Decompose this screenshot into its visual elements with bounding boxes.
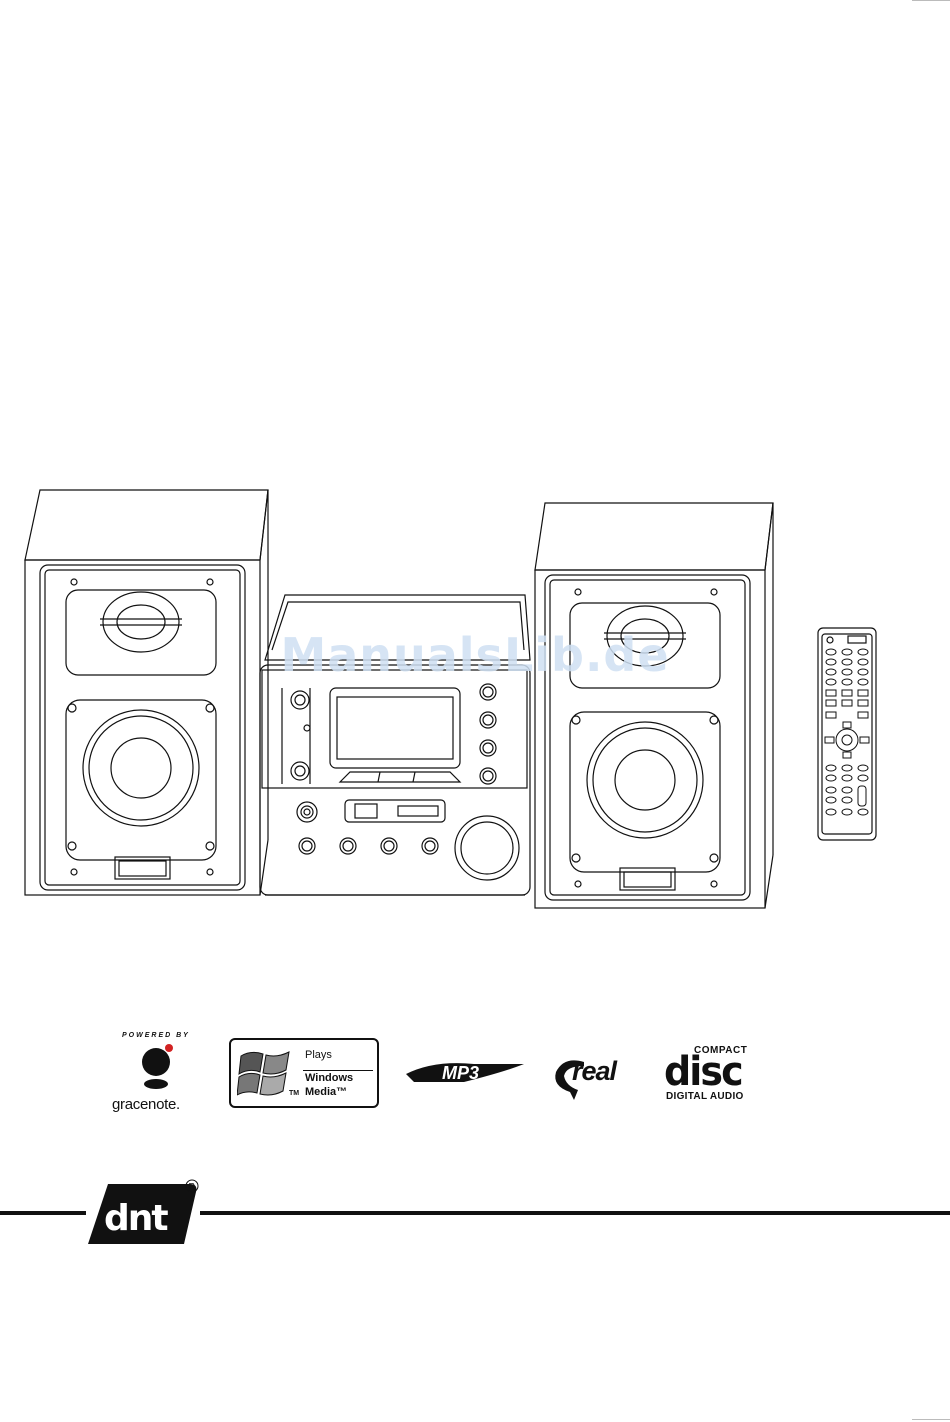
tm-label: TM — [289, 1090, 299, 1097]
disc-label: disc — [664, 1051, 742, 1093]
mp3-text: MP3 — [442, 1063, 479, 1083]
footer-rule-left — [0, 1211, 86, 1215]
windows-flag-icon — [237, 1046, 293, 1102]
media-label: Media™ — [305, 1086, 347, 1098]
product-illustration — [0, 480, 950, 920]
right-speaker — [535, 503, 773, 908]
digital-audio-label: DIGITAL AUDIO — [666, 1091, 744, 1102]
gracenote-name: gracenote. — [112, 1096, 180, 1113]
left-speaker — [25, 490, 268, 895]
mp3-logo: MP3 — [404, 1058, 530, 1088]
gracenote-mark-icon — [134, 1042, 180, 1092]
real-text: real — [572, 1056, 616, 1087]
compact-disc-logo: COMPACT disc DIGITAL AUDIO — [664, 1045, 754, 1105]
brand-name: dnt — [104, 1198, 168, 1239]
dnt-brand-logo: dnt R — [86, 1178, 202, 1248]
footer-rule-right — [200, 1211, 950, 1215]
divider — [303, 1070, 373, 1071]
windows-label: Windows — [305, 1072, 353, 1084]
plays-label: Plays — [305, 1049, 332, 1061]
registered-mark: R — [189, 1182, 196, 1192]
watermark-text: ManualsLib.de — [0, 628, 950, 682]
gracenote-logo: POWERED BY gracenote. — [108, 1032, 208, 1122]
powered-by-label: POWERED BY — [122, 1032, 190, 1039]
page-corner-mark-top — [912, 0, 950, 3]
real-logo: real — [550, 1052, 645, 1102]
windows-media-logo: Plays Windows Media™ TM — [229, 1038, 379, 1108]
